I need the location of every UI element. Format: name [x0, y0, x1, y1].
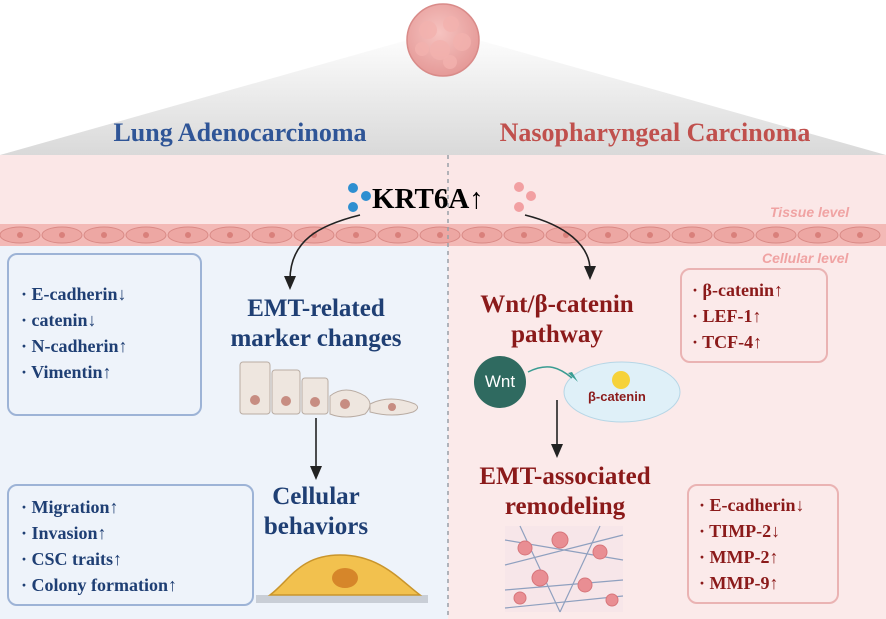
arrow-to-wnt-pathway: [524, 214, 591, 271]
list-item: · MMP-9↑: [699, 573, 779, 593]
list-item: · E-cadherin↓: [699, 495, 805, 515]
beta-catenin-nucleus: [612, 371, 630, 389]
cellular-behaviors-heading: Cellular behaviors: [236, 482, 396, 542]
beta-catenin-label: β-catenin: [588, 389, 646, 404]
emt-remodeling-heading: EMT-associated remodeling: [470, 462, 660, 522]
heading-line: Wnt/β-catenin: [480, 291, 634, 318]
cellular-level-label: Cellular level: [762, 250, 849, 266]
tissue-band-top: [0, 155, 886, 230]
beta-catenin-cell: [563, 361, 681, 423]
list-item: · MMP-2↑: [699, 547, 779, 567]
arrowhead-right: [584, 266, 596, 280]
ecm-remodeling-illustration: [504, 525, 624, 613]
list-item: · Colony formation↑: [21, 575, 177, 595]
list-item: · β-catenin↑: [692, 280, 783, 300]
tumor-icon: [406, 3, 480, 77]
epithelium-band: [0, 224, 886, 246]
list-item: · TCF-4↑: [692, 332, 763, 352]
list-item: · catenin↓: [21, 310, 97, 330]
roof-triangle: [0, 30, 886, 155]
heading-line: remodeling: [504, 493, 626, 520]
wnt-pathway-heading: Wnt/β-catenin pathway: [462, 290, 652, 350]
list-item: · Vimentin↑: [21, 362, 112, 382]
list-item: · TIMP-2↓: [699, 521, 781, 541]
arrow-to-emt-markers: [289, 214, 361, 281]
migrating-cell-illustration: [256, 554, 428, 603]
emt-marker-changes-heading: EMT-related marker changes: [206, 294, 426, 354]
title-lung-adenocarcinoma: Lung Adenocarcinoma: [113, 118, 367, 147]
wnt-label: Wnt: [484, 372, 516, 391]
arrowhead-left: [284, 276, 296, 290]
list-item: · LEF-1↑: [692, 306, 762, 326]
emt-cells-illustration: [239, 361, 419, 418]
remodel-markers-list: · E-cadherin↓ · TIMP-2↓ · MMP-2↑ · MMP-9…: [689, 486, 837, 596]
heading-line: pathway: [511, 321, 603, 348]
krt6a-label: KRT6A↑: [372, 183, 484, 216]
title-nasopharyngeal-carcinoma: Nasopharyngeal Carcinoma: [499, 118, 811, 147]
remodel-markers-box: · E-cadherin↓ · TIMP-2↓ · MMP-2↑ · MMP-9…: [687, 484, 839, 604]
emt-markers-list: · E-cadherin↓ · catenin↓ · N-cadherin↑ ·…: [9, 255, 200, 385]
heading-line: Cellular: [272, 483, 360, 510]
list-item: · E-cadherin↓: [21, 284, 127, 304]
pink-molecules-icon: [514, 182, 536, 212]
krt6a-up-arrow: ↑: [469, 183, 484, 215]
arrow-wnt-to-cell: [527, 366, 573, 379]
list-item: · N-cadherin↑: [21, 336, 128, 356]
behaviors-list: · Migration↑ · Invasion↑ · CSC traits↑ ·…: [9, 486, 252, 598]
heading-line: behaviors: [263, 513, 369, 540]
wnt-ligand: [474, 356, 526, 408]
list-item: · CSC traits↑: [21, 549, 122, 569]
pathway-markers-list: · β-catenin↑ · LEF-1↑ · TCF-4↑: [682, 270, 826, 355]
tissue-level-label: Tissue level: [770, 204, 850, 220]
heading-line: EMT-associated: [479, 463, 651, 490]
heading-line: marker changes: [230, 325, 402, 352]
list-item: · Migration↑: [21, 497, 119, 517]
krt6a-gene: KRT6A: [372, 183, 470, 215]
heading-line: EMT-related: [247, 295, 385, 322]
pathway-markers-box: · β-catenin↑ · LEF-1↑ · TCF-4↑: [680, 268, 828, 363]
blue-molecules-icon: [348, 183, 371, 212]
cellular-behaviors-box: · Migration↑ · Invasion↑ · CSC traits↑ ·…: [7, 484, 254, 606]
emt-markers-box: · E-cadherin↓ · catenin↓ · N-cadherin↑ ·…: [7, 253, 202, 416]
list-item: · Invasion↑: [21, 523, 107, 543]
